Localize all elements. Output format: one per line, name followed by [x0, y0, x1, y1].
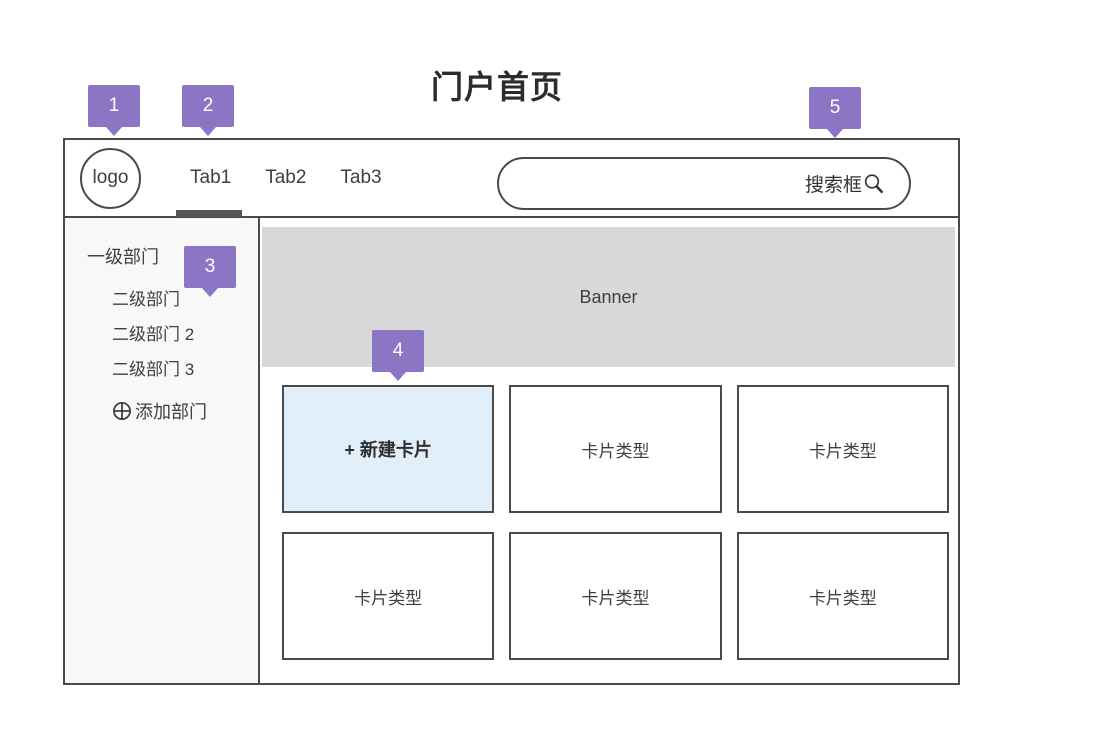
annotation-badge-1: 1	[88, 85, 140, 127]
search-placeholder-label: 搜索框	[804, 175, 862, 196]
window-body: 一级部门 二级部门 二级部门 2 二级部门 3 添加部门 Ban	[65, 218, 958, 683]
card-grid: + 新建卡片 卡片类型 卡片类型 卡片类型 卡片类型 卡片类型	[282, 385, 949, 660]
annotation-badge-2: 2	[182, 85, 234, 127]
active-tab-indicator	[176, 210, 242, 217]
add-department-label: 添加部门	[135, 402, 207, 422]
sidebar-item-level2-department-1[interactable]: 二级部门	[112, 290, 180, 309]
top-nav-bar: logo Tab1 Tab2 Tab3 搜索框	[65, 140, 958, 218]
sidebar-item-level1-department[interactable]: 一级部门	[87, 247, 159, 267]
new-card-button[interactable]: + 新建卡片	[282, 385, 495, 513]
card-placeholder-2[interactable]: 卡片类型	[736, 385, 949, 513]
circle-plus-icon	[112, 401, 132, 421]
card-placeholder-5[interactable]: 卡片类型	[736, 532, 949, 660]
banner-placeholder: Banner	[262, 227, 955, 367]
card-placeholder-1[interactable]: 卡片类型	[509, 385, 722, 513]
sidebar-item-level2-department-3[interactable]: 二级部门 3	[112, 360, 195, 379]
logo[interactable]: logo	[80, 147, 141, 209]
portal-window: logo Tab1 Tab2 Tab3 搜索框 一级部门 二级部	[63, 138, 960, 685]
annotation-badge-5: 5	[809, 87, 861, 129]
tab-tab1[interactable]: Tab1	[190, 167, 232, 188]
search-box[interactable]: 搜索框	[497, 157, 911, 210]
annotation-badge-4: 4	[372, 330, 424, 372]
content-area: Banner + 新建卡片 卡片类型 卡片类型 卡片类型 卡片类型 卡片类型	[260, 218, 958, 683]
card-placeholder-3[interactable]: 卡片类型	[282, 532, 495, 660]
annotation-badge-3: 3	[184, 246, 236, 288]
add-department-button[interactable]: 添加部门	[112, 398, 258, 424]
tab-tab2[interactable]: Tab2	[265, 167, 307, 188]
magnifier-icon[interactable]	[863, 173, 885, 195]
department-sidebar: 一级部门 二级部门 二级部门 2 二级部门 3 添加部门	[65, 218, 260, 683]
sidebar-item-level2-department-2[interactable]: 二级部门 2	[112, 325, 195, 344]
tab-tab3[interactable]: Tab3	[340, 167, 382, 188]
tab-bar: Tab1 Tab2 Tab3	[190, 167, 382, 189]
page-title: 门户首页	[430, 69, 563, 105]
card-placeholder-4[interactable]: 卡片类型	[509, 532, 722, 660]
